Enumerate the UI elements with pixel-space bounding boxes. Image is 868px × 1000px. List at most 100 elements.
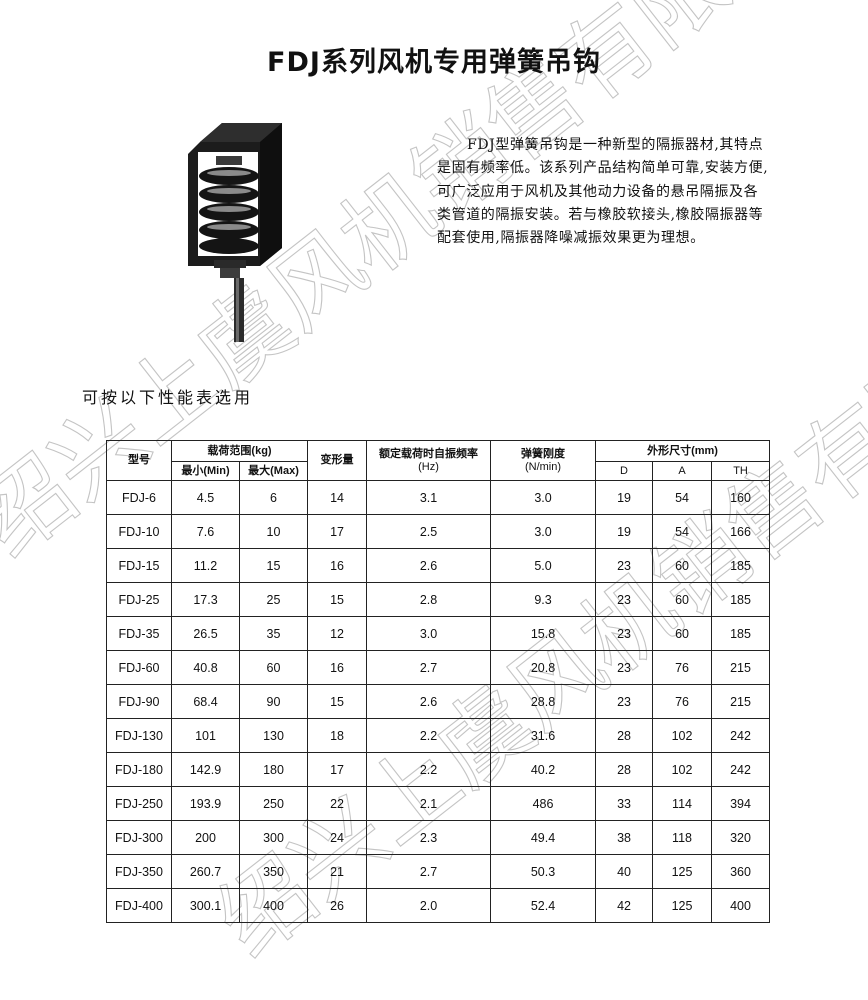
- cell-frequency: 2.3: [366, 820, 492, 855]
- cell-deformation: 15: [307, 684, 368, 719]
- cell-model: FDJ-350: [106, 854, 172, 889]
- cell-frequency: 2.6: [366, 684, 492, 719]
- header-stiffness-unit: (N/min): [524, 460, 562, 473]
- cell-dim-a: 125: [652, 854, 713, 889]
- cell-load-max: 250: [238, 786, 309, 821]
- cell-dim-d: 33: [595, 786, 654, 821]
- cell-dim-a: 76: [652, 684, 713, 719]
- header-stiffness-label: 弹簧刚度: [521, 447, 566, 460]
- cell-dim-th: 166: [711, 514, 771, 549]
- cell-stiffness: 5.0: [490, 548, 597, 583]
- cell-dim-th: 185: [711, 582, 771, 617]
- cell-dim-th: 242: [711, 718, 771, 753]
- cell-load-max: 130: [238, 718, 309, 753]
- cell-dim-th: 360: [711, 854, 771, 889]
- cell-model: FDJ-6: [106, 480, 172, 515]
- cell-model: FDJ-60: [106, 650, 172, 685]
- cell-dim-th: 400: [711, 888, 771, 923]
- cell-deformation: 18: [307, 718, 368, 753]
- cell-deformation: 16: [307, 548, 368, 583]
- header-dim-a: A: [652, 461, 713, 481]
- cell-deformation: 21: [307, 854, 368, 889]
- cell-model: FDJ-250: [106, 786, 172, 821]
- cell-load-max: 60: [238, 650, 309, 685]
- cell-load-max: 180: [238, 752, 309, 787]
- cell-dim-a: 125: [652, 888, 713, 923]
- cell-deformation: 15: [307, 582, 368, 617]
- cell-stiffness: 52.4: [490, 888, 597, 923]
- cell-dim-d: 19: [595, 480, 654, 515]
- cell-frequency: 3.1: [366, 480, 492, 515]
- cell-stiffness: 28.8: [490, 684, 597, 719]
- cell-dim-d: 42: [595, 888, 654, 923]
- cell-dim-a: 54: [652, 514, 713, 549]
- header-load-range: 载荷范围(kg): [170, 440, 309, 462]
- cell-dim-th: 185: [711, 548, 771, 583]
- cell-load-min: 4.5: [171, 480, 240, 515]
- cell-stiffness: 9.3: [490, 582, 597, 617]
- header-frequency: 额定载荷时自振频率 (Hz): [366, 440, 492, 481]
- cell-load-max: 25: [238, 582, 309, 617]
- cell-frequency: 2.0: [366, 888, 492, 923]
- header-dim-th: TH: [711, 461, 771, 481]
- cell-deformation: 17: [307, 514, 368, 549]
- cell-load-min: 142.9: [171, 752, 240, 787]
- cell-dim-d: 28: [595, 752, 654, 787]
- cell-load-min: 300.1: [171, 888, 240, 923]
- cell-frequency: 2.6: [366, 548, 492, 583]
- spring-hanger-image: [188, 123, 282, 342]
- cell-load-min: 26.5: [171, 616, 240, 651]
- cell-frequency: 3.0: [366, 616, 492, 651]
- cell-dim-a: 102: [652, 718, 713, 753]
- header-model: 型号: [106, 440, 172, 481]
- cell-load-max: 6: [238, 480, 309, 515]
- cell-load-min: 101: [171, 718, 240, 753]
- cell-dim-a: 114: [652, 786, 713, 821]
- cell-stiffness: 3.0: [490, 514, 597, 549]
- cell-frequency: 2.2: [366, 718, 492, 753]
- cell-model: FDJ-130: [106, 718, 172, 753]
- cell-deformation: 14: [307, 480, 368, 515]
- page-title: FDJ系列风机专用弹簧吊钩: [267, 47, 601, 78]
- description-paragraph: FDJ型弹簧吊钩是一种新型的隔振器材,其特点是固有频率低。该系列产品结构简单可靠…: [437, 137, 769, 247]
- cell-dim-d: 23: [595, 548, 654, 583]
- cell-dim-a: 118: [652, 820, 713, 855]
- cell-dim-d: 19: [595, 514, 654, 549]
- cell-load-min: 17.3: [171, 582, 240, 617]
- cell-deformation: 17: [307, 752, 368, 787]
- table-subheader-row: 最小(Min) 最大(Max) D A TH: [107, 461, 771, 481]
- cell-load-max: 90: [238, 684, 309, 719]
- cell-load-max: 300: [238, 820, 309, 855]
- cell-load-min: 260.7: [171, 854, 240, 889]
- cell-load-max: 350: [238, 854, 309, 889]
- header-load-min: 最小(Min): [171, 461, 240, 481]
- cell-load-min: 68.4: [171, 684, 240, 719]
- cell-dim-d: 38: [595, 820, 654, 855]
- header-frequency-unit: (Hz): [418, 460, 439, 473]
- cell-deformation: 26: [307, 888, 368, 923]
- cell-deformation: 22: [307, 786, 368, 821]
- cell-dim-th: 320: [711, 820, 771, 855]
- cell-frequency: 2.7: [366, 650, 492, 685]
- cell-load-max: 400: [238, 888, 309, 923]
- cell-model: FDJ-400: [106, 888, 172, 923]
- cell-dim-d: 23: [595, 582, 654, 617]
- cell-deformation: 24: [307, 820, 368, 855]
- cell-frequency: 2.1: [366, 786, 492, 821]
- cell-load-max: 10: [238, 514, 309, 549]
- header-deformation: 变形量: [307, 440, 368, 481]
- cell-dim-th: 215: [711, 684, 771, 719]
- cell-dim-d: 23: [595, 650, 654, 685]
- cell-stiffness: 40.2: [490, 752, 597, 787]
- cell-load-min: 7.6: [171, 514, 240, 549]
- cell-load-min: 200: [171, 820, 240, 855]
- cell-dim-d: 23: [595, 616, 654, 651]
